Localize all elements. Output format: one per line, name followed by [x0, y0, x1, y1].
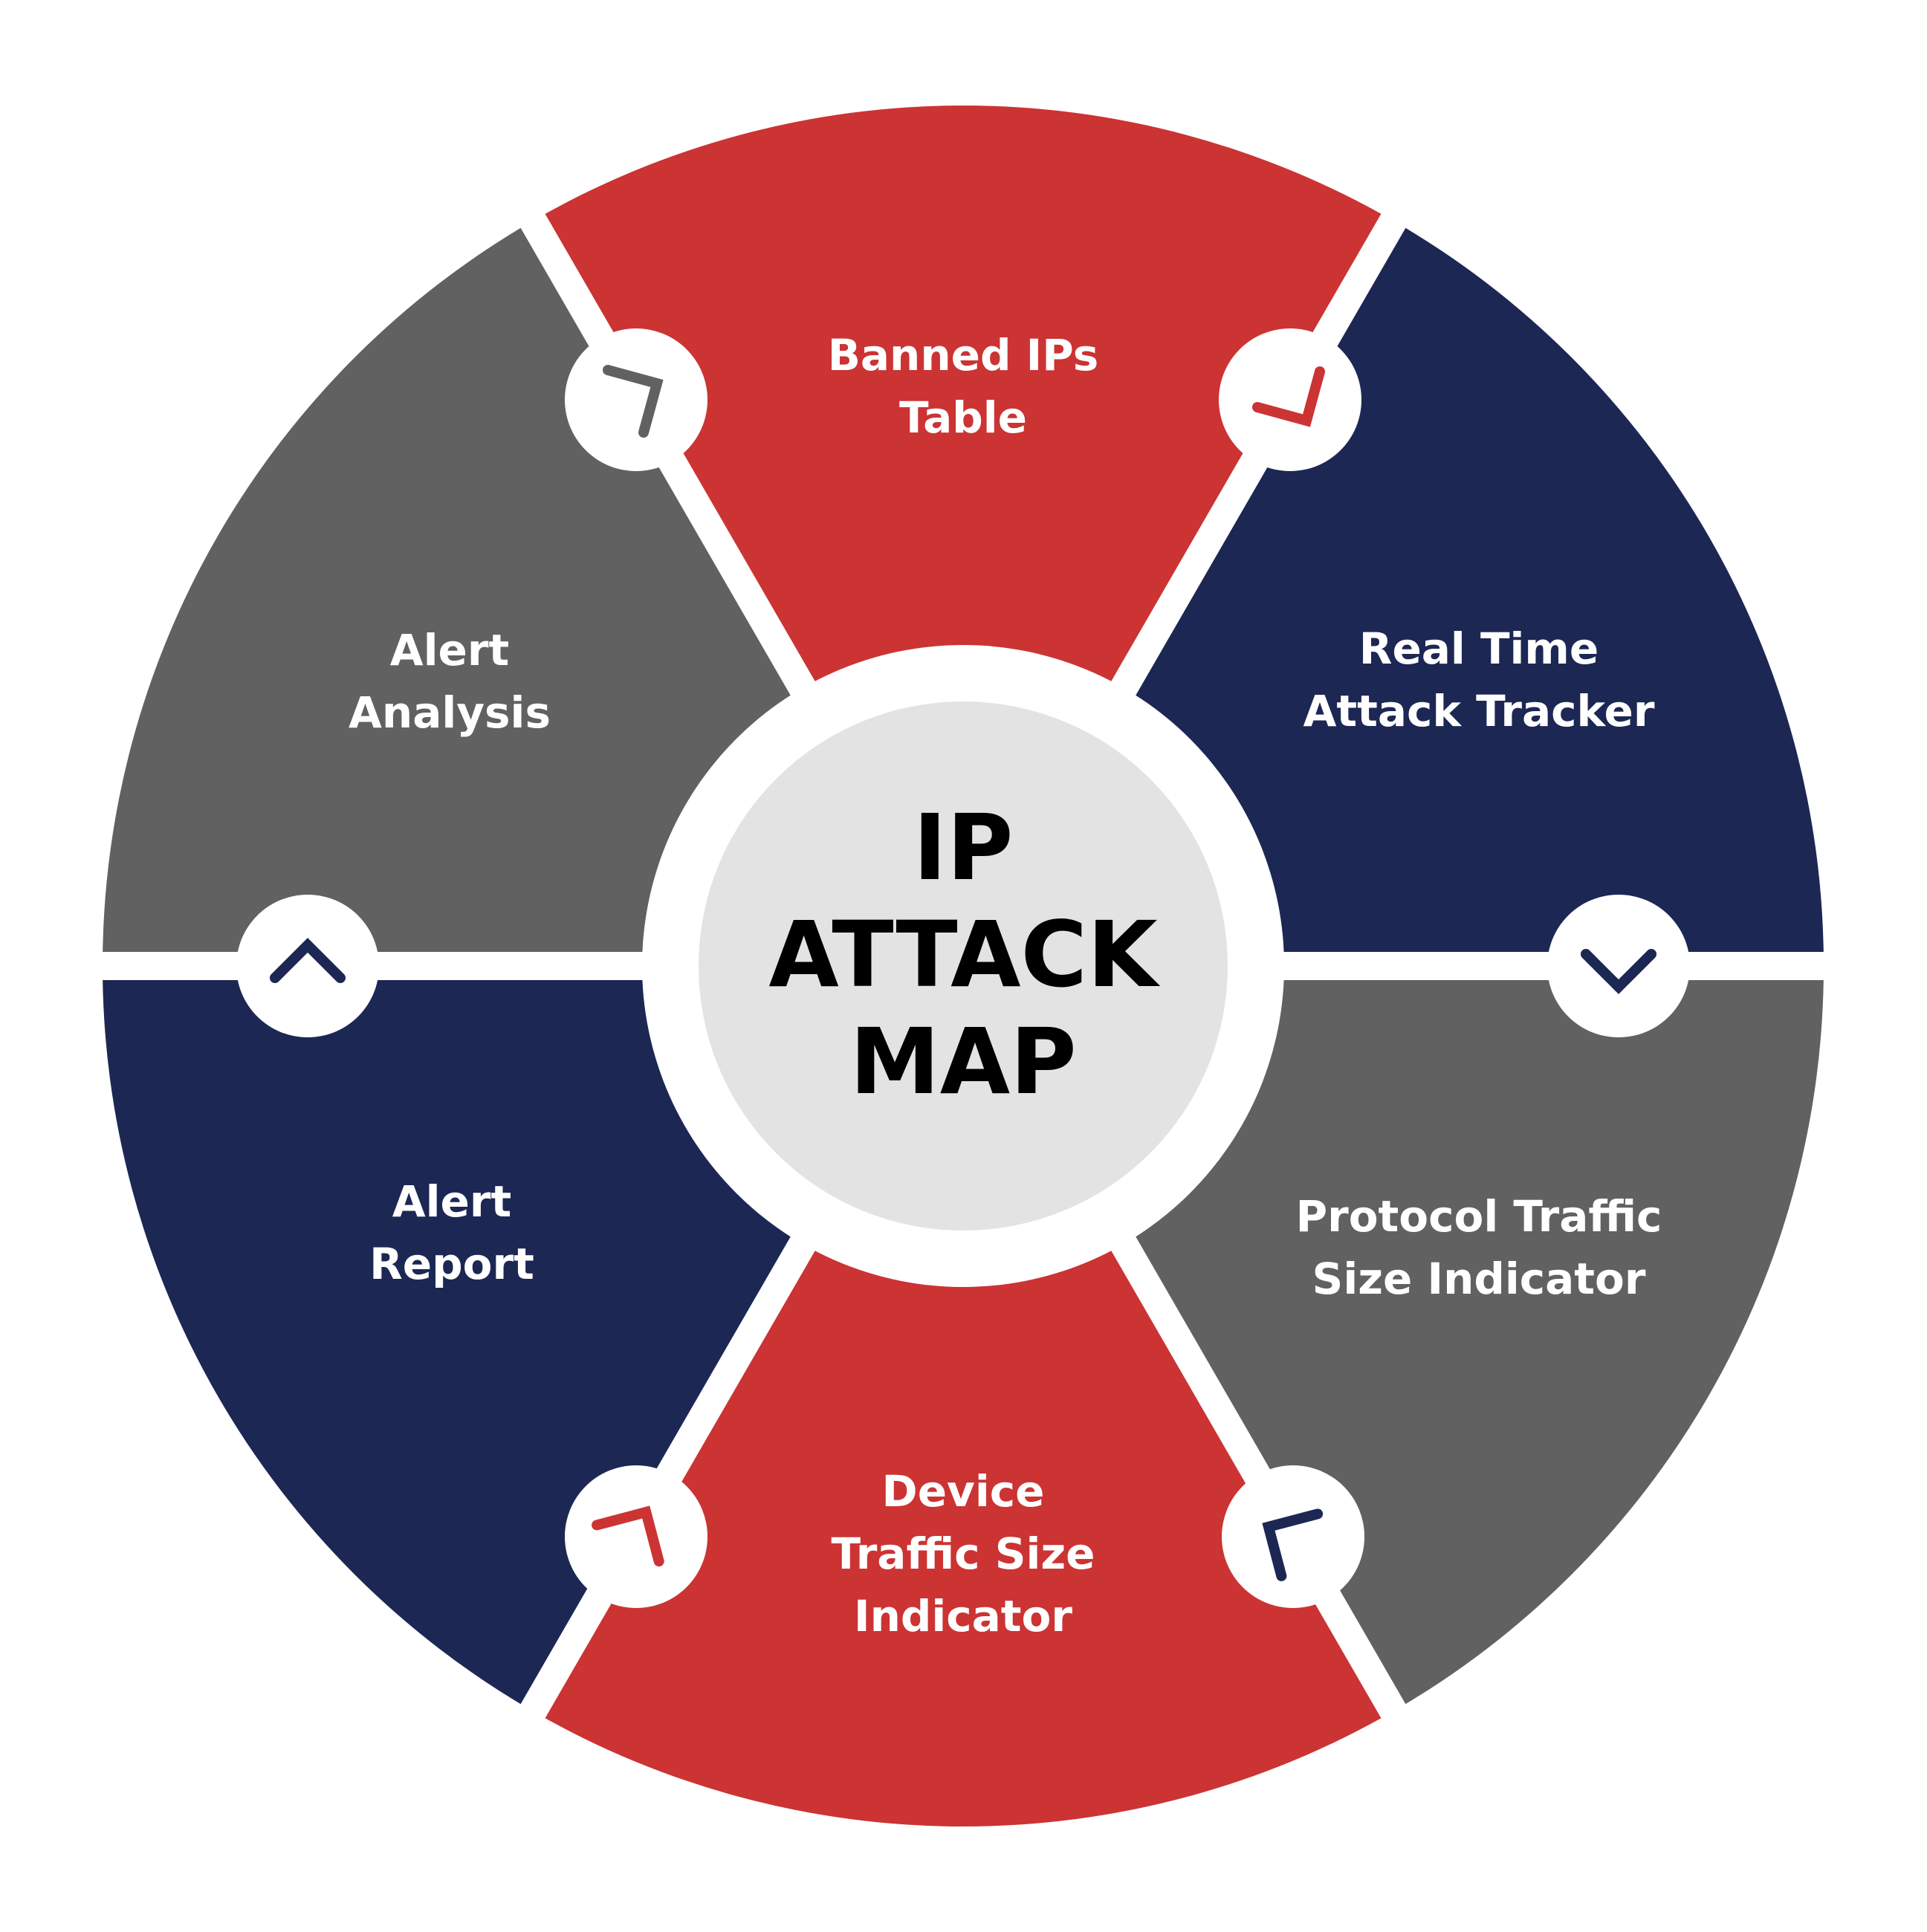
connector-bottom-left	[565, 1465, 707, 1608]
segment-divider-6	[1092, 1203, 1422, 1745]
center-layer: IP ATTACK MAP	[642, 645, 1284, 1287]
connector-badge	[1547, 895, 1690, 1037]
center-title-line-1: IP	[913, 795, 1014, 901]
segment-label-line: Report	[369, 1239, 534, 1289]
connector-badge	[565, 328, 707, 471]
segment-label-line: Indicator	[854, 1591, 1072, 1641]
chevron-icon	[1252, 366, 1325, 427]
connector-left	[236, 895, 379, 1037]
segment-label-line: Alert	[392, 1176, 511, 1227]
segment-label-line: Analysis	[349, 687, 551, 738]
segment-label-line: Alert	[390, 625, 509, 675]
chevron-down-icon	[1581, 949, 1656, 994]
chevron-icon	[603, 365, 664, 438]
segment-label-line: Traffic Size	[832, 1529, 1095, 1579]
connector-badge	[236, 895, 379, 1037]
center-disc	[699, 701, 1228, 1231]
center-title-line-2: ATTACK	[768, 902, 1161, 1008]
connector-top-left	[565, 328, 707, 471]
segment-label-line: Size Indicator	[1312, 1254, 1646, 1304]
segment-label-line: Banned IPs	[828, 330, 1099, 380]
connector-bottom-right	[1222, 1465, 1364, 1608]
chevron-icon	[592, 1505, 664, 1567]
connector-badge	[565, 1465, 707, 1608]
connectors-layer	[236, 328, 1690, 1608]
segment-device-traffic-size-indicator	[533, 1236, 1393, 1826]
segment-label-line: Protocol Traffic	[1296, 1191, 1662, 1242]
segment-banned-ips-table	[533, 105, 1393, 696]
segment-label-line: Device	[882, 1466, 1045, 1517]
connector-top-right	[1219, 328, 1361, 471]
connector-right	[1547, 895, 1690, 1037]
segment-label-line: Real Time	[1359, 623, 1599, 674]
center-title-line-3: MAP	[849, 1009, 1076, 1115]
connector-badge	[1222, 1465, 1364, 1608]
connector-badge	[1219, 328, 1361, 471]
segment-label-line: Table	[899, 392, 1027, 443]
chevron-up-icon	[270, 938, 346, 983]
segment-label-line: Attack Tracker	[1303, 686, 1655, 736]
chevron-icon	[1262, 1508, 1324, 1581]
